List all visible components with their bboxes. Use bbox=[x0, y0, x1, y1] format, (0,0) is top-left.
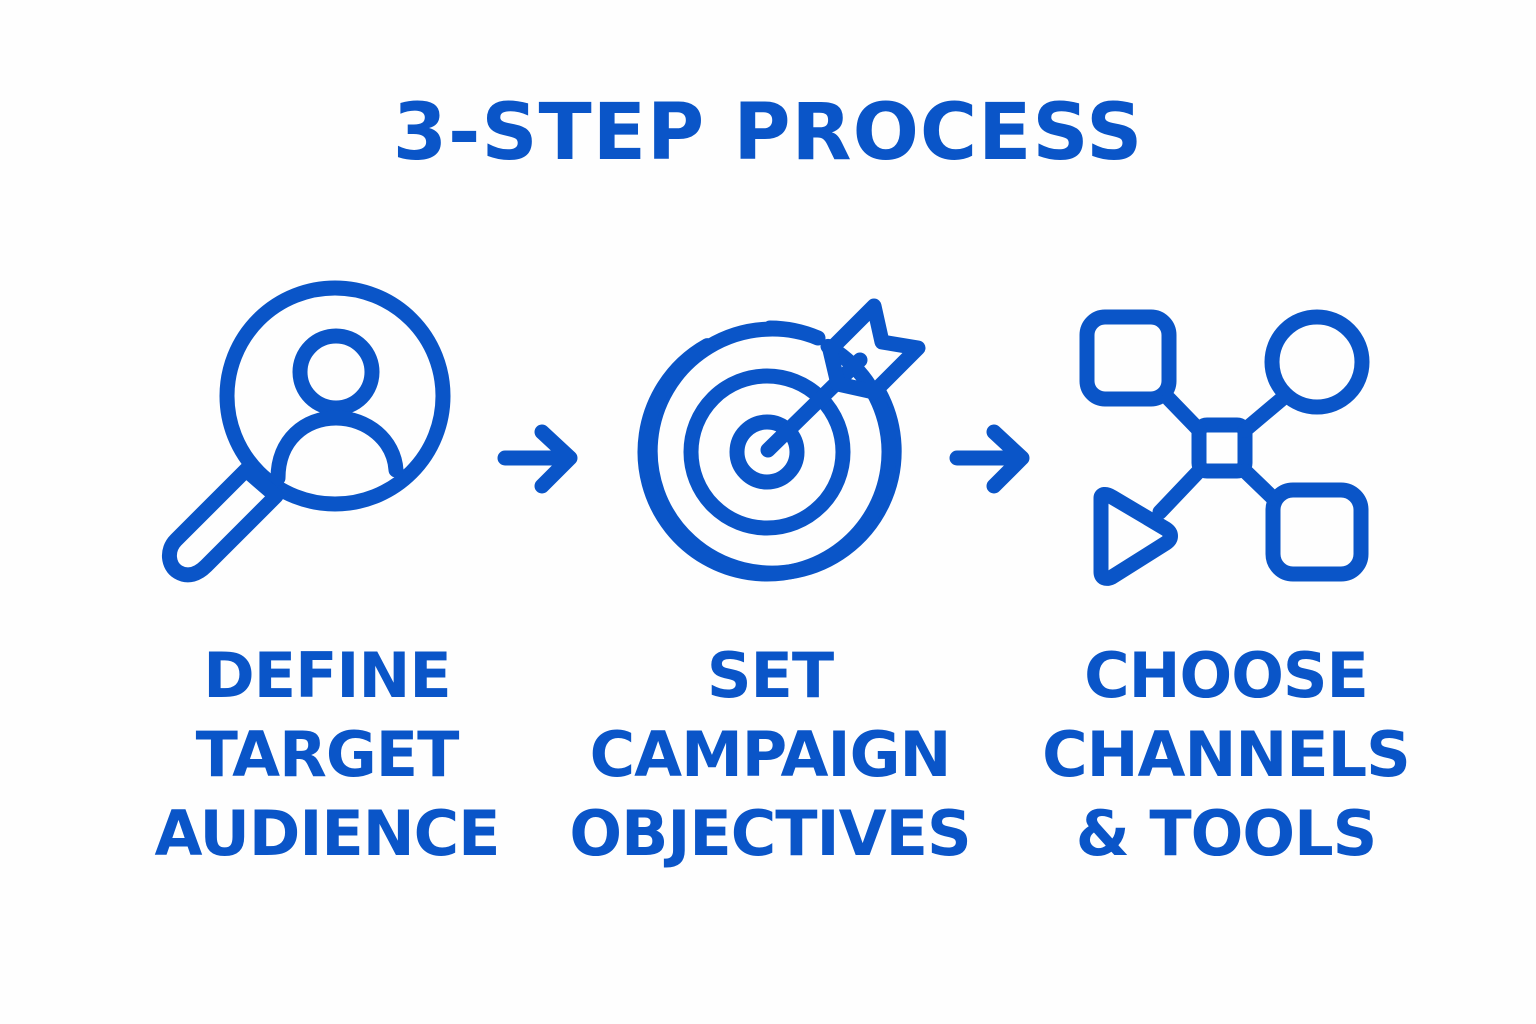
channels-network-icon bbox=[1079, 309, 1370, 586]
magnifier-person-icon bbox=[162, 280, 451, 583]
target-arrow-icon bbox=[637, 298, 926, 582]
step-2-label: SET CAMPAIGN OBJECTIVES bbox=[540, 636, 1000, 873]
step-label-line: CHANNELS bbox=[1042, 718, 1411, 791]
step-label-line: DEFINE bbox=[203, 639, 451, 712]
arrow-right-icon bbox=[497, 424, 578, 494]
step-label-line: CAMPAIGN bbox=[589, 718, 952, 791]
step-label-line: CHOOSE bbox=[1084, 639, 1369, 712]
step-3-label: CHOOSE CHANNELS & TOOLS bbox=[996, 636, 1456, 873]
step-label-line: OBJECTIVES bbox=[569, 797, 971, 870]
step-label-line: & TOOLS bbox=[1075, 797, 1378, 870]
step-1-label: DEFINE TARGET AUDIENCE bbox=[97, 636, 557, 873]
page-title: 3-STEP PROCESS bbox=[392, 88, 1144, 178]
step-label-line: SET bbox=[706, 639, 834, 712]
step-label-line: TARGET bbox=[195, 718, 460, 791]
arrow-right-icon bbox=[949, 424, 1030, 494]
step-label-line: AUDIENCE bbox=[154, 797, 500, 870]
